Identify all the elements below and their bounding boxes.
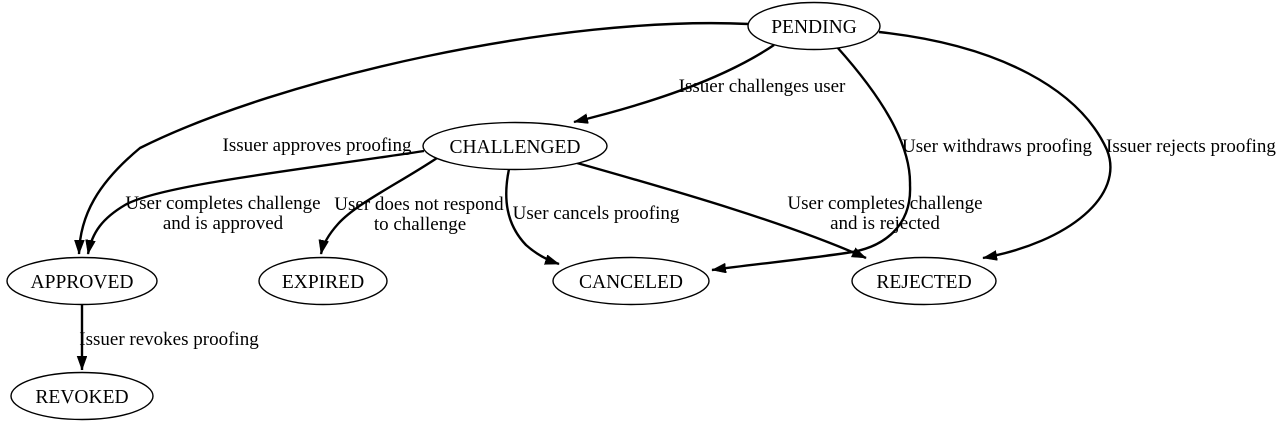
revoked-label: REVOKED — [35, 387, 128, 408]
edge-pending-rejected-line — [878, 30, 1112, 258]
challenged-label: CHALLENGED — [449, 137, 580, 158]
edge-challenged-rejected: User completes challenge and is rejected — [576, 161, 983, 260]
edge-challenged-approved-label-line1: User completes challenge — [125, 193, 320, 214]
state-node-canceled: CANCELED — [552, 256, 710, 306]
canceled-label: CANCELED — [579, 272, 683, 293]
edge-challenged-approved-line — [88, 149, 425, 254]
edge-challenged-rejected-label-line1: User completes challenge — [787, 193, 982, 214]
canceled-ellipse — [552, 256, 710, 306]
state-node-expired: EXPIRED — [258, 256, 388, 306]
edge-challenged-rejected-line — [576, 161, 866, 260]
edge-challenged-approved-label-line2: and is approved — [163, 213, 284, 234]
edge-pending-approved-label: Issuer approves proofing — [223, 135, 412, 156]
edge-approved-revoked: Issuer revokes proofing — [79, 305, 259, 370]
edge-challenged-expired-line — [321, 157, 438, 254]
edge-pending-rejected: Issuer rejects proofing — [878, 30, 1276, 258]
revoked-ellipse — [10, 371, 154, 421]
rejected-label: REJECTED — [876, 272, 971, 293]
state-node-revoked: REVOKED — [10, 371, 154, 421]
edge-pending-rejected-label: Issuer rejects proofing — [1106, 136, 1276, 157]
edge-challenged-canceled-line — [505, 168, 559, 266]
edge-pending-approved-line — [79, 21, 750, 254]
expired-ellipse — [258, 256, 388, 306]
pending-label: PENDING — [771, 17, 857, 38]
edge-challenged-approved: User completes challenge and is approved — [88, 149, 425, 254]
edge-pending-challenged-line — [574, 44, 775, 122]
state-node-approved: APPROVED — [6, 256, 158, 306]
edge-challenged-rejected-label-line2: and is rejected — [830, 213, 940, 234]
edge-challenged-expired: User does not respond to challenge — [321, 157, 504, 254]
approved-label: APPROVED — [31, 272, 134, 293]
edge-pending-canceled: User withdraws proofing — [712, 46, 1092, 270]
edge-challenged-canceled-label: User cancels proofing — [513, 203, 680, 224]
edge-pending-challenged: Issuer challenges user — [574, 44, 846, 122]
edge-pending-approved: Issuer approves proofing — [79, 21, 750, 254]
approved-ellipse — [6, 256, 158, 306]
rejected-ellipse — [851, 256, 997, 306]
edge-challenged-expired-label-line1: User does not respond — [334, 194, 504, 215]
challenged-ellipse — [422, 121, 608, 171]
edge-approved-revoked-label: Issuer revokes proofing — [79, 329, 259, 350]
edge-pending-canceled-label: User withdraws proofing — [902, 136, 1092, 157]
expired-label: EXPIRED — [282, 272, 364, 293]
pending-ellipse — [747, 1, 881, 51]
state-node-rejected: REJECTED — [851, 256, 997, 306]
state-node-pending: PENDING — [747, 1, 881, 51]
state-node-challenged: CHALLENGED — [422, 121, 608, 171]
edge-challenged-expired-label-line2: to challenge — [374, 214, 466, 235]
edge-pending-challenged-label: Issuer challenges user — [679, 76, 846, 97]
edge-pending-canceled-line — [712, 46, 912, 270]
edge-challenged-canceled: User cancels proofing — [505, 168, 680, 266]
